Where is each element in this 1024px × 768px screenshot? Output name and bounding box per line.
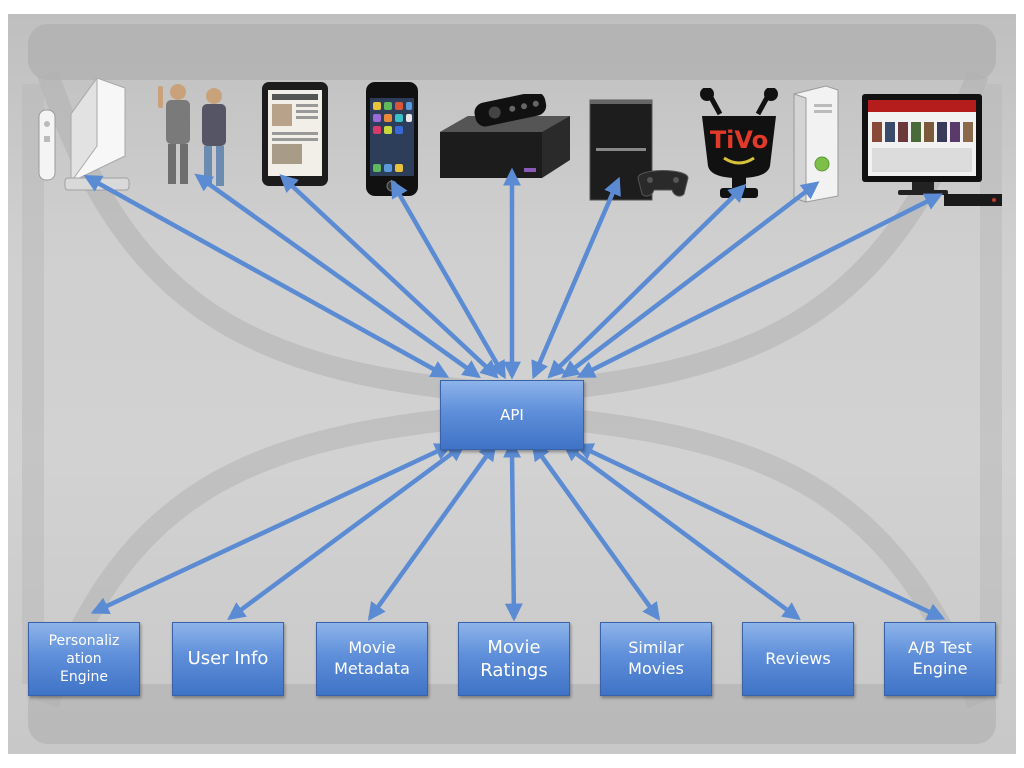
- device-to-api-arrow-3: [390, 179, 506, 380]
- device-tivo: TiVo: [698, 87, 780, 206]
- api-box: API: [440, 380, 584, 450]
- device-ipad: [260, 80, 330, 190]
- wii-console-icon: [38, 76, 130, 191]
- xbox-360-icon: [793, 85, 839, 203]
- device-to-api-arrow-8: [576, 193, 943, 379]
- service-similar-movies: Similar Movies: [600, 622, 712, 696]
- service-label: Reviews: [765, 648, 831, 668]
- device-xbox: [786, 84, 844, 204]
- service-label: Movie Metadata: [334, 638, 410, 678]
- tivo-text: TiVo: [710, 126, 768, 154]
- device-iphone: [364, 80, 420, 198]
- service-label: Movie Ratings: [480, 636, 548, 681]
- service-user-info: User Info: [172, 622, 284, 696]
- api-to-service-arrow-3: [503, 439, 523, 622]
- tivo-logo-icon: TiVo: [700, 87, 778, 198]
- people-icon: [158, 84, 226, 186]
- service-personalization-engine: Personaliz ation Engine: [28, 622, 140, 696]
- roku-player-icon: [440, 91, 570, 178]
- api-to-service-arrow-2: [367, 442, 497, 621]
- device-roku: [438, 91, 572, 180]
- device-to-api-arrow-1: [194, 173, 481, 379]
- smart-tv-icon: [862, 94, 1002, 206]
- api-label: API: [500, 406, 524, 424]
- device-people: [148, 80, 238, 198]
- iphone-icon: [366, 82, 418, 196]
- service-label: Personaliz ation Engine: [48, 632, 120, 686]
- connection-arrows: [83, 167, 946, 622]
- api-to-service-arrow-0: [90, 443, 454, 615]
- service-movie-metadata: Movie Metadata: [316, 622, 428, 696]
- slide: TiVo: [8, 14, 1016, 754]
- service-movie-ratings: Movie Ratings: [458, 622, 570, 696]
- device-to-api-arrow-6: [547, 183, 747, 379]
- ipad-tablet-icon: [262, 82, 328, 186]
- device-tv: [860, 92, 1004, 210]
- service-ab-test-engine: A/B Test Engine: [884, 622, 996, 696]
- service-label: User Info: [187, 648, 269, 670]
- api-to-service-arrow-6: [574, 443, 946, 621]
- service-label: Similar Movies: [628, 638, 684, 678]
- api-to-service-arrow-4: [531, 442, 661, 621]
- device-wii: [35, 76, 131, 194]
- service-label: A/B Test Engine: [908, 638, 972, 678]
- service-reviews: Reviews: [742, 622, 854, 696]
